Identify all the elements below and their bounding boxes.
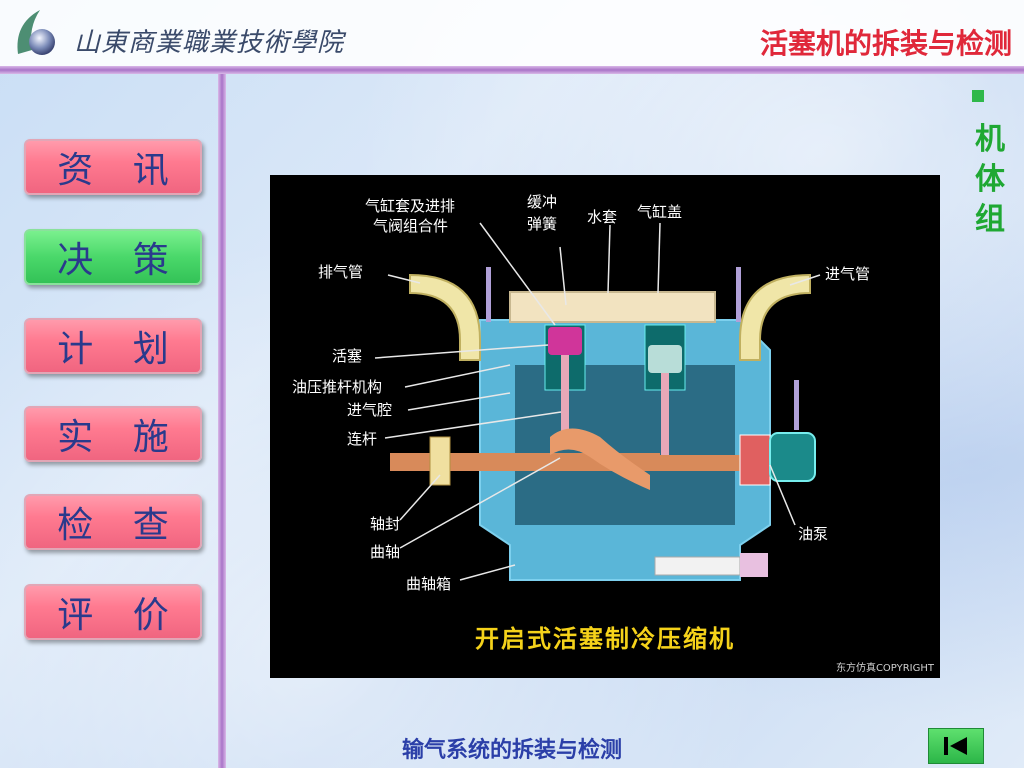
label-connecting-rod: 连杆 bbox=[347, 430, 378, 448]
back-to-start-button[interactable] bbox=[928, 728, 984, 764]
school-name: 山東商業職業技術學院 bbox=[74, 28, 345, 58]
label-buffer-spring-line1: 缓冲 bbox=[527, 193, 558, 211]
section-bullet-icon bbox=[972, 90, 984, 102]
label-cylinder-valve-line2: 气阀组合件 bbox=[373, 217, 449, 235]
label-cylinder-cover: 气缸盖 bbox=[637, 203, 683, 221]
nav-button-check[interactable]: 检 查 bbox=[24, 494, 202, 550]
section-title-char: 机 bbox=[975, 122, 1005, 157]
course-title: 活塞机的拆装与检测 bbox=[759, 27, 1012, 60]
nav-button-implement[interactable]: 实 施 bbox=[24, 406, 202, 462]
diagram-caption: 开启式活塞制冷压缩机 bbox=[475, 625, 735, 653]
nav-button-plan[interactable]: 计 划 bbox=[24, 318, 202, 374]
label-crankshaft: 曲轴 bbox=[370, 543, 401, 561]
label-intake-chamber: 进气腔 bbox=[347, 401, 393, 419]
back-to-start-icon bbox=[944, 737, 967, 755]
section-title: 机 体 组 bbox=[970, 120, 1010, 240]
nav-button-info[interactable]: 资 讯 bbox=[24, 139, 202, 195]
label-oil-push-mechanism: 油压推杆机构 bbox=[292, 378, 383, 396]
nav-button-decision[interactable]: 决 策 bbox=[24, 229, 202, 285]
sidebar-divider bbox=[218, 74, 226, 768]
section-title-char: 体 bbox=[975, 162, 1005, 197]
label-oil-pump: 油泵 bbox=[798, 525, 829, 543]
diagram-copyright: 东方仿真COPYRIGHT bbox=[835, 663, 934, 674]
header: 山東商業職業技術學院 活塞机的拆装与检测 bbox=[0, 0, 1024, 66]
label-buffer-spring-line2: 弹簧 bbox=[527, 215, 558, 233]
label-crankcase: 曲轴箱 bbox=[406, 575, 452, 593]
section-title-char: 组 bbox=[975, 202, 1005, 237]
label-intake-pipe: 进气管 bbox=[825, 265, 871, 283]
footer-title: 输气系统的拆装与检测 bbox=[401, 738, 622, 763]
header-divider bbox=[0, 66, 1024, 74]
label-piston: 活塞 bbox=[332, 347, 363, 365]
compressor-diagram: 气缸套及进排 气阀组合件 缓冲 弹簧 水套 气缸盖 排气管 进气管 活塞 油压推… bbox=[270, 175, 940, 678]
label-cylinder-valve-line1: 气缸套及进排 bbox=[365, 197, 456, 215]
compressor-drawing bbox=[374, 222, 821, 581]
nav-button-evaluate[interactable]: 评 价 bbox=[24, 584, 202, 640]
label-exhaust-pipe: 排气管 bbox=[318, 263, 364, 281]
label-water-jacket: 水套 bbox=[587, 208, 618, 226]
label-shaft-seal: 轴封 bbox=[370, 515, 401, 533]
school-logo-icon bbox=[17, 10, 55, 55]
